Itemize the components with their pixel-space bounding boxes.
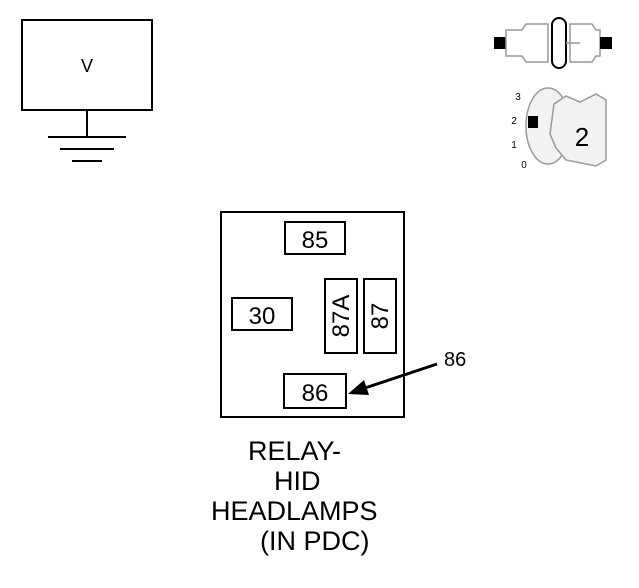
relay-caption: RELAY- HID HEADLAMPS (IN PDC)	[190, 436, 430, 556]
arrowhead-icon	[348, 380, 369, 395]
terminal-30	[231, 297, 293, 331]
ignition-pointer	[528, 116, 538, 128]
caption-line-4: (IN PDC)	[260, 526, 370, 556]
ignition-position-2: 2	[511, 116, 517, 127]
key-position-number: 2	[575, 122, 589, 152]
ignition-position-0: 0	[521, 160, 527, 171]
terminal-87-label: 87	[367, 303, 394, 330]
callout-arrow-line	[361, 362, 438, 391]
voltmeter-symbol: V	[21, 19, 153, 162]
terminal-87a	[324, 278, 358, 354]
terminal-85-label: 85	[302, 227, 329, 254]
terminal-86	[283, 373, 347, 409]
ignition-switch-icon: 3 2 1 0 2	[511, 87, 607, 171]
relay: 85 30 87A 87 86	[220, 211, 405, 418]
key-head-icon	[549, 93, 607, 167]
caption-line-2: HID	[274, 466, 321, 496]
voltmeter-box	[21, 19, 153, 111]
callout-86: 86	[348, 349, 466, 395]
ground-icon	[48, 110, 126, 162]
terminal-30-label: 30	[249, 303, 276, 330]
terminal-85	[284, 221, 346, 255]
connector-icon	[494, 17, 612, 69]
ignition-position-3: 3	[515, 92, 521, 103]
ignition-position-1: 1	[511, 140, 517, 151]
callout-86-label: 86	[444, 349, 466, 371]
voltmeter-label: V	[81, 56, 93, 76]
terminal-86-label: 86	[302, 380, 329, 407]
terminal-87	[363, 278, 397, 354]
terminal-87a-label: 87A	[328, 295, 355, 338]
caption-line-3: HEADLAMPS	[211, 496, 378, 526]
caption-line-1: RELAY-	[248, 436, 342, 466]
